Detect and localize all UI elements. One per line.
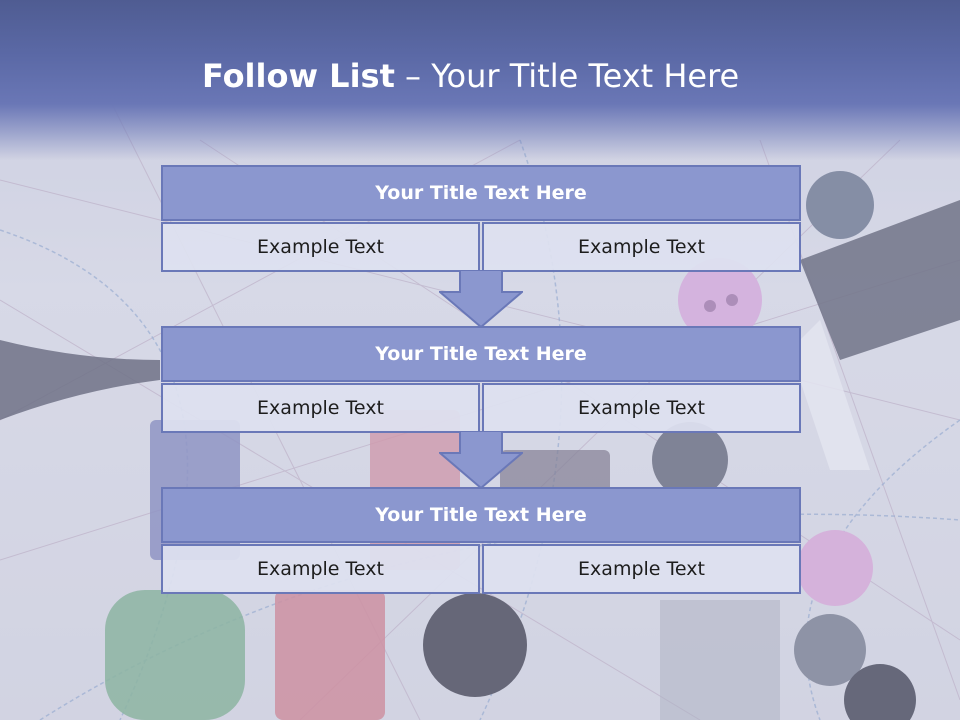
block-row: Example Text Example Text	[161, 222, 801, 272]
block-cell-left: Example Text	[161, 222, 480, 272]
block-cell-right: Example Text	[482, 544, 801, 594]
follow-list-block-3: Your Title Text Here Example Text Exampl…	[161, 487, 801, 594]
block-cell-right: Example Text	[482, 383, 801, 433]
down-arrow-icon	[439, 270, 523, 328]
follow-list-block-1: Your Title Text Here Example Text Exampl…	[161, 165, 801, 272]
block-title: Your Title Text Here	[161, 326, 801, 382]
slide-title-bold: Follow List	[202, 57, 395, 95]
block-row: Example Text Example Text	[161, 383, 801, 433]
block-title: Your Title Text Here	[161, 165, 801, 221]
block-row: Example Text Example Text	[161, 544, 801, 594]
block-cell-left: Example Text	[161, 544, 480, 594]
follow-list-block-2: Your Title Text Here Example Text Exampl…	[161, 326, 801, 433]
slide-title: Follow List – Your Title Text Here	[202, 54, 739, 98]
title-band	[0, 0, 960, 160]
slide-title-rest: – Your Title Text Here	[394, 57, 740, 95]
down-arrow-icon	[439, 431, 523, 489]
block-title: Your Title Text Here	[161, 487, 801, 543]
block-cell-right: Example Text	[482, 222, 801, 272]
block-cell-left: Example Text	[161, 383, 480, 433]
